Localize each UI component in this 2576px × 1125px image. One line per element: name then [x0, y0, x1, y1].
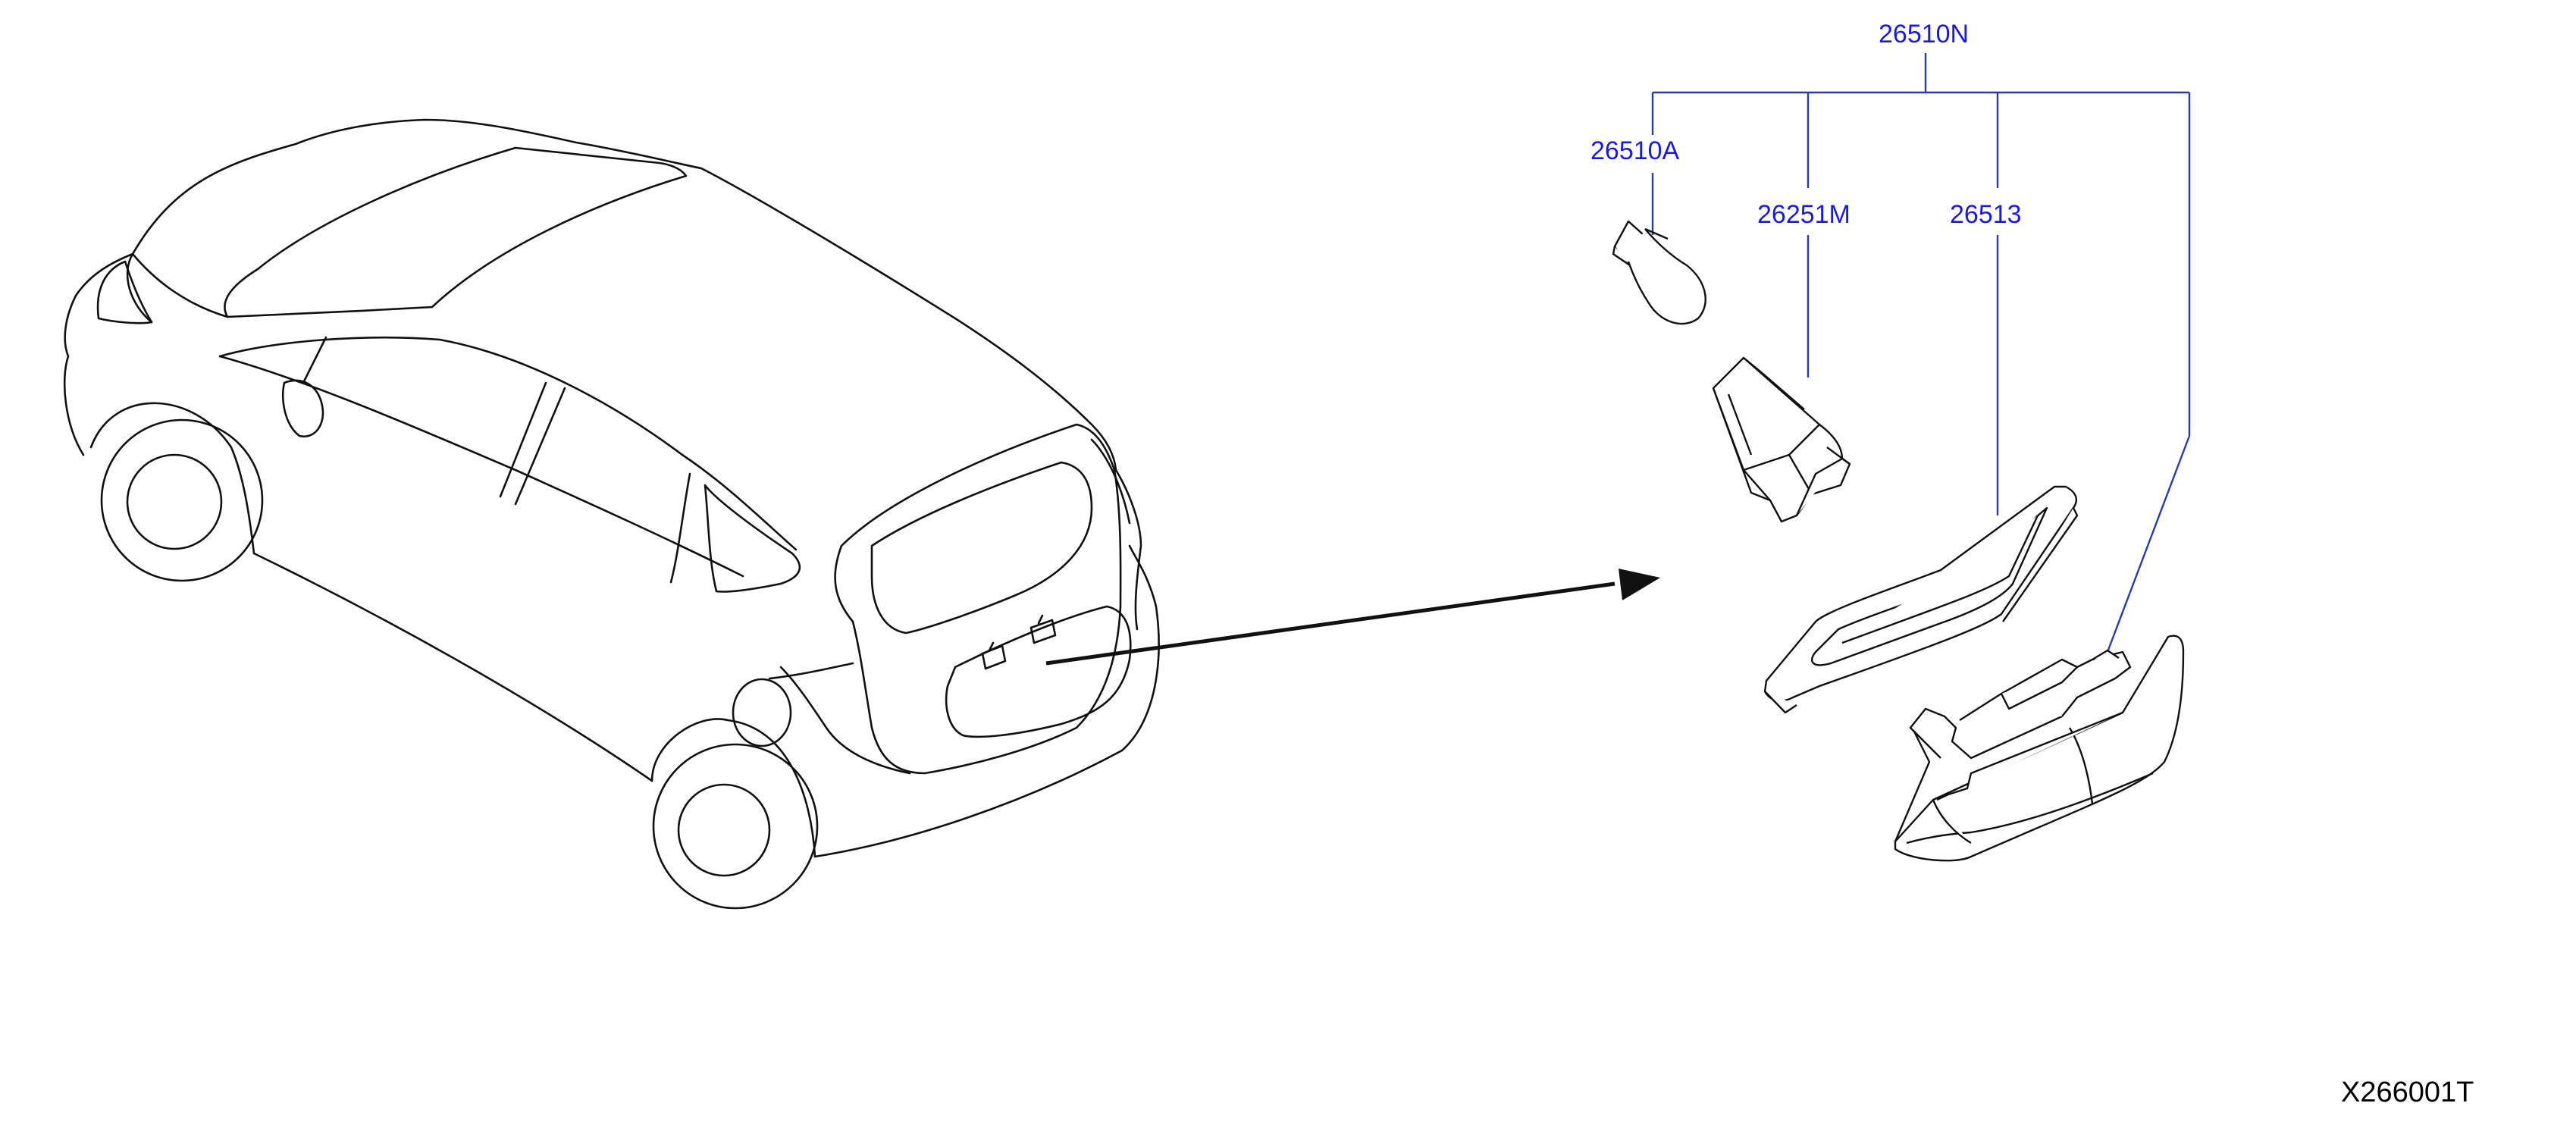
- lamp-housing-part: [1894, 635, 2185, 862]
- label-bulb: 26510A: [1590, 136, 1680, 165]
- label-socket: 26251M: [1757, 200, 1851, 229]
- pointer-arrow: [1045, 569, 1660, 666]
- label-assembly: 26510N: [1879, 20, 1970, 49]
- vehicle-illustration: [63, 118, 1160, 910]
- bulb-part: [1612, 220, 1706, 325]
- lens-part: [1763, 485, 2079, 714]
- socket-part: [1712, 356, 1851, 523]
- leader-lines: [1651, 53, 2191, 653]
- figure-code: X266001T: [2341, 1076, 2474, 1108]
- label-lens: 26513: [1950, 200, 2022, 229]
